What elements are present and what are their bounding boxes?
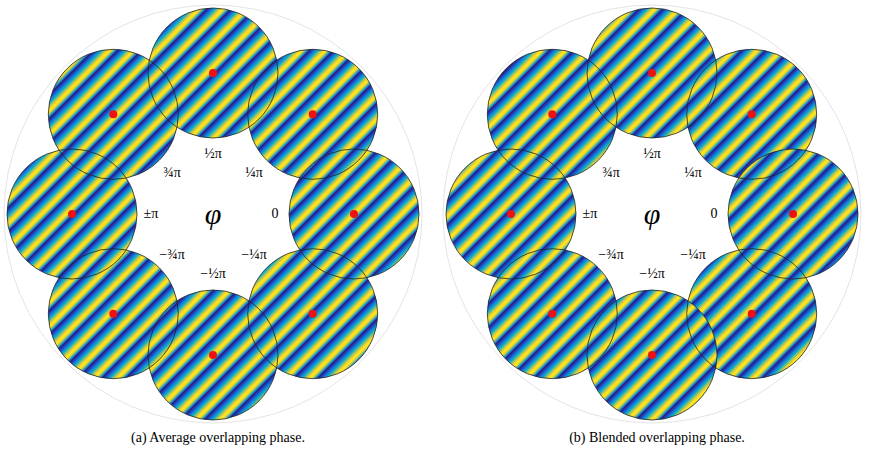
patch-outline bbox=[7, 149, 137, 279]
phase-label: ¾π bbox=[163, 165, 181, 181]
phase-label: ±π bbox=[144, 206, 159, 222]
center-dot bbox=[109, 110, 117, 118]
center-dot bbox=[748, 110, 756, 118]
phase-label: ±π bbox=[583, 206, 598, 222]
patch-outline bbox=[487, 249, 617, 379]
phase-label: −¼π bbox=[680, 247, 705, 263]
patch-outline bbox=[248, 49, 378, 179]
patch-outline bbox=[587, 8, 717, 138]
patch-outline bbox=[148, 290, 278, 420]
patch-outline bbox=[687, 49, 817, 179]
patch-outline bbox=[728, 149, 858, 279]
patch-outline bbox=[48, 249, 178, 379]
phase-label: −¾π bbox=[159, 247, 184, 263]
center-dot bbox=[350, 210, 358, 218]
stripe-patch bbox=[487, 49, 617, 179]
phase-symbol: φ bbox=[644, 197, 661, 231]
center-dot bbox=[507, 210, 515, 218]
center-dot bbox=[309, 310, 317, 318]
phase-label: −½π bbox=[200, 266, 225, 282]
patch-outline bbox=[48, 49, 178, 179]
center-dot bbox=[548, 110, 556, 118]
stripe-patch bbox=[48, 49, 178, 179]
patch-outline bbox=[248, 249, 378, 379]
subfigure-caption: (b) Blended overlapping phase. bbox=[569, 430, 745, 446]
center-dot bbox=[648, 351, 656, 359]
outer-ring bbox=[443, 5, 861, 423]
patch-outline bbox=[289, 149, 419, 279]
phase-label: ¼π bbox=[245, 165, 263, 181]
outer-ring bbox=[4, 5, 422, 423]
center-dot bbox=[309, 110, 317, 118]
phase-label: ½π bbox=[643, 146, 661, 162]
phase-label: −¾π bbox=[598, 247, 623, 263]
phase-label: ¼π bbox=[684, 165, 702, 181]
phase-label: 0 bbox=[272, 206, 279, 222]
subfigure-caption: (a) Average overlapping phase. bbox=[131, 430, 305, 446]
center-dot bbox=[209, 351, 217, 359]
phase-label: ½π bbox=[204, 146, 222, 162]
phase-label: −½π bbox=[639, 266, 664, 282]
phase-label: 0 bbox=[711, 206, 718, 222]
center-dot bbox=[68, 210, 76, 218]
patch-outline bbox=[148, 8, 278, 138]
patch-outline bbox=[587, 290, 717, 420]
center-dot bbox=[548, 310, 556, 318]
phase-symbol: φ bbox=[205, 197, 222, 231]
patch-outline bbox=[687, 249, 817, 379]
center-dot bbox=[648, 69, 656, 77]
patch-outline bbox=[446, 149, 576, 279]
phase-label: −¼π bbox=[241, 247, 266, 263]
center-dot bbox=[789, 210, 797, 218]
center-dot bbox=[109, 310, 117, 318]
patch-outline bbox=[487, 49, 617, 179]
phase-label: ¾π bbox=[602, 165, 620, 181]
center-dot bbox=[209, 69, 217, 77]
center-dot bbox=[748, 310, 756, 318]
